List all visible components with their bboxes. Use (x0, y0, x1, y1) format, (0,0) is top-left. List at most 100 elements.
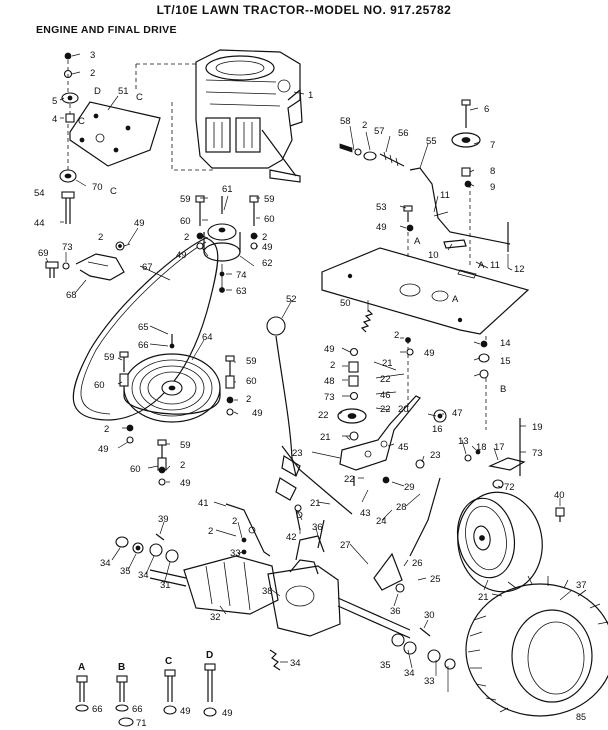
callout-11: 11 (440, 190, 450, 201)
diagram-subtitle: ENGINE AND FINAL DRIVE (36, 24, 177, 36)
callout-21: 45 (398, 442, 409, 453)
bolt-set-upper (115, 195, 259, 251)
callout-b: 47 (452, 408, 463, 419)
callout-19: 13 (458, 436, 469, 447)
callout-61: 61 (222, 184, 233, 195)
callout-12: 12 (514, 264, 525, 275)
tire (465, 575, 608, 717)
callout-32: 36 (390, 606, 401, 617)
callout-14: 15 (500, 356, 511, 367)
callout-3: 3 (90, 50, 95, 61)
callout-16: 19 (532, 422, 543, 433)
callout-27: 26 (412, 558, 423, 569)
bolt-set-left (119, 334, 175, 444)
callout-2: 2 (232, 516, 237, 527)
nut-2j (405, 337, 411, 343)
callout-a: A (414, 236, 421, 247)
callout-62: 62 (262, 258, 273, 269)
callout-6: 6 (484, 104, 489, 115)
bolt-53 (403, 205, 414, 232)
wheel-rim (456, 491, 543, 593)
callout-2: 2 (98, 232, 103, 243)
callout-59: 59 (246, 356, 257, 367)
callout-21: 21 (382, 358, 393, 369)
center-hardware-stack (337, 347, 367, 441)
callout-49: 49 (180, 478, 191, 489)
callout-c: C (110, 186, 117, 197)
transaxle (149, 519, 411, 639)
callout-59: 59 (180, 440, 191, 451)
callout-69: 69 (38, 248, 49, 259)
callout-47: 22 (318, 410, 329, 421)
callout-33: 34 (100, 558, 111, 569)
callout-22: 14 (500, 338, 511, 349)
callout-21: 28 (396, 502, 407, 513)
callout-labels: 3 2 5 4 51 D C C 54 70 C 44 1 6 58 2 57 … (34, 50, 587, 687)
hardware-key (75, 663, 217, 727)
callout-51: 51 (118, 86, 129, 97)
washer-49i (406, 348, 414, 356)
callout-41: D (296, 510, 303, 521)
callout-55: 55 (426, 136, 437, 147)
callout-34: 33 (424, 676, 435, 687)
clutch-rod-43 (281, 445, 353, 515)
bolt-69 (45, 261, 59, 278)
shift-arm (225, 503, 302, 557)
washer-73a (62, 262, 70, 270)
callout-70: 70 (92, 182, 103, 193)
callout-44: 44 (34, 218, 45, 229)
key-part-66b: 66 (132, 704, 143, 715)
callout-c: C (78, 116, 85, 127)
page-title: LT/10E LAWN TRACTOR--MODEL NO. 917.25782 (156, 3, 452, 17)
callout-11: 11 (490, 260, 500, 271)
callout-72: 22 (344, 474, 355, 485)
callout-66: 66 (138, 340, 149, 351)
callout-2: 2 (184, 232, 189, 243)
callout-a: A (452, 294, 459, 305)
callout-64: 64 (202, 332, 213, 343)
callout-45: 23 (292, 448, 303, 459)
axle-washers-left (115, 533, 179, 563)
callout-60: 60 (264, 214, 275, 225)
callout-1: 1 (308, 90, 313, 101)
callout-24: 40 (554, 490, 565, 501)
callout-49: 49 (176, 250, 187, 261)
callout-39: 2 (208, 526, 213, 537)
callout-29: 43 (360, 508, 371, 519)
callout-46: 46 (380, 390, 391, 401)
callout-59: 59 (180, 194, 191, 205)
transmission-pulley (123, 353, 221, 423)
callout-49: 49 (376, 222, 387, 233)
brake-parts (382, 409, 526, 489)
callout-10: 10 (428, 250, 439, 261)
callout-2: 2 (394, 330, 399, 341)
shift-lever (266, 316, 301, 501)
callout-2: 33 (230, 548, 241, 559)
callout-21: 25 (430, 574, 441, 585)
clutch-linkage (339, 143, 511, 245)
callout-63: 63 (236, 286, 247, 297)
belt-guide (75, 253, 125, 281)
callout-22: 22 (380, 374, 391, 385)
bolt-set-right (225, 355, 235, 416)
callout-73: 73 (62, 242, 73, 253)
callout-30: 34 (290, 658, 301, 669)
engine-pulley (203, 196, 241, 293)
callout-22: 20 (398, 404, 409, 415)
callout-8: 8 (490, 166, 495, 177)
callout-49: 49 (98, 444, 109, 455)
key-letter-d: D (206, 650, 213, 661)
callout-59: 59 (104, 352, 115, 363)
engine-mounting-plate (69, 101, 161, 167)
callout-13: 18 (476, 442, 487, 453)
callout-53: 53 (376, 202, 387, 213)
callout-37: 38 (262, 586, 273, 597)
callout-d: D (94, 86, 101, 97)
callout-67: 67 (142, 262, 153, 273)
callout-68: 68 (66, 290, 77, 301)
callout-52: 52 (286, 294, 297, 305)
callout-34: 35 (120, 566, 131, 577)
callout-22: 22 (380, 404, 391, 415)
callout-42: 36 (312, 522, 323, 533)
callout-50: 50 (340, 298, 351, 309)
